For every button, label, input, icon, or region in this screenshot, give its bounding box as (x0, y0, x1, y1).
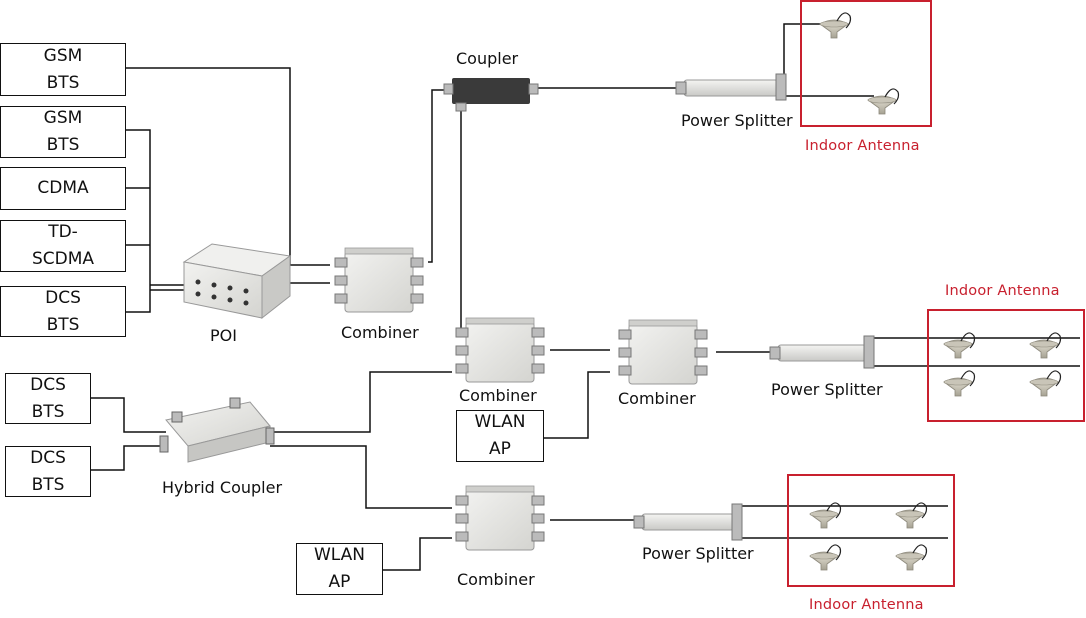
wlan-ap-box: WLAN AP (456, 410, 544, 462)
indoor-antenna-label: Indoor Antenna (945, 283, 1060, 299)
power-splitter-label: Power Splitter (681, 111, 793, 130)
power-splitter-label: Power Splitter (642, 544, 754, 563)
combiner-label: Combiner (341, 323, 419, 342)
combiner-label: Combiner (457, 570, 535, 589)
combiner-label: Combiner (618, 389, 696, 408)
gsm-bts-box: GSM BTS (0, 43, 126, 96)
dcs-bts-box: DCS BTS (0, 286, 126, 337)
poi-device (182, 243, 292, 320)
wlan-ap-box: WLAN AP (296, 543, 383, 595)
hybrid-coupler-device (159, 397, 275, 463)
power-splitter-1-device (675, 73, 787, 101)
hybrid-coupler-label: Hybrid Coupler (162, 478, 283, 497)
power-splitter-3-device (633, 503, 743, 541)
power-splitter-2-device (769, 335, 875, 369)
indoor-antenna-label: Indoor Antenna (805, 138, 920, 154)
combiner-4-device (618, 319, 708, 385)
combiner-2-device (455, 317, 545, 383)
combiner-3-device (455, 485, 545, 551)
coupler-label: Coupler (456, 49, 519, 68)
cable-lines (90, 23, 1080, 571)
combiner-1-device (334, 247, 424, 313)
indoor-antenna-group-frame (787, 474, 955, 587)
cdma-box: CDMA (0, 167, 126, 210)
td-scdma-box: TD- SCDMA (0, 220, 126, 272)
dcs-bts-box: DCS BTS (5, 373, 91, 424)
combiner-label: Combiner (459, 386, 537, 405)
poi-label: POI (210, 326, 237, 345)
dcs-bts-box: DCS BTS (5, 446, 91, 497)
indoor-antenna-group-frame (927, 309, 1085, 422)
indoor-antenna-group-frame (800, 0, 932, 127)
gsm-bts-box: GSM BTS (0, 106, 126, 158)
power-splitter-label: Power Splitter (771, 380, 883, 399)
coupler-device (443, 78, 539, 112)
indoor-antenna-label: Indoor Antenna (809, 597, 924, 613)
